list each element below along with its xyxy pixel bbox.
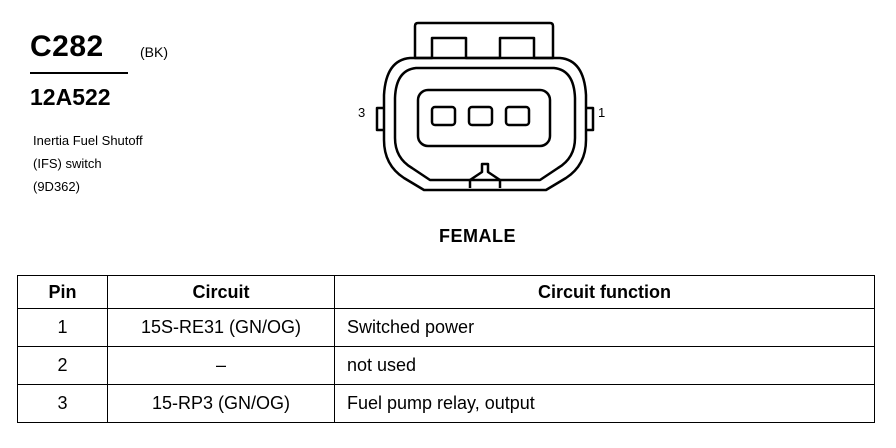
pin-label-3: 3	[358, 105, 366, 120]
connector-outer-shell	[382, 56, 588, 192]
connector-inner-shell	[393, 66, 577, 182]
gender-label: FEMALE	[439, 226, 516, 246]
table-row: 3 15-RP3 (GN/OG) Fuel pump relay, output	[17, 384, 875, 423]
connector-bottom-key	[468, 162, 502, 188]
header-circuit-function: Circuit function	[334, 275, 875, 309]
cell-pin: 2	[17, 346, 108, 385]
table-row: 1 15S-RE31 (GN/OG) Switched power	[17, 308, 875, 347]
connector-top-latch	[413, 21, 555, 60]
terminal-cavity-block	[416, 88, 552, 148]
pin-label-1: 1	[598, 105, 606, 120]
table-header-row: Pin Circuit Circuit function	[17, 275, 875, 309]
cell-pin: 3	[17, 384, 108, 423]
header-circuit: Circuit	[107, 275, 335, 309]
header-pin: Pin	[17, 275, 108, 309]
connector-side-tab-right	[586, 106, 595, 132]
connector-face-diagram	[375, 21, 595, 192]
cell-pin: 1	[17, 308, 108, 347]
cell-function: Fuel pump relay, output	[334, 384, 875, 423]
pinout-table: Pin Circuit Circuit function 1 15S-RE31 …	[17, 275, 875, 423]
cell-function: Switched power	[334, 308, 875, 347]
description-line-3: (9D362)	[33, 179, 80, 194]
terminal-cavity-3	[430, 105, 457, 127]
cell-function: not used	[334, 346, 875, 385]
cell-circuit: 15-RP3 (GN/OG)	[107, 384, 335, 423]
part-number: 12A522	[30, 84, 111, 110]
connector-code: C282	[30, 30, 104, 63]
title-underline	[30, 72, 128, 74]
connector-side-tab-left	[375, 106, 384, 132]
cell-circuit: –	[107, 346, 335, 385]
description-line-1: Inertia Fuel Shutoff	[33, 133, 143, 148]
cell-circuit: 15S-RE31 (GN/OG)	[107, 308, 335, 347]
table-row: 2 – not used	[17, 346, 875, 385]
connector-color: (BK)	[140, 44, 168, 60]
description-line-2: (IFS) switch	[33, 156, 102, 171]
terminal-cavity-1	[504, 105, 531, 127]
terminal-cavity-2	[467, 105, 494, 127]
